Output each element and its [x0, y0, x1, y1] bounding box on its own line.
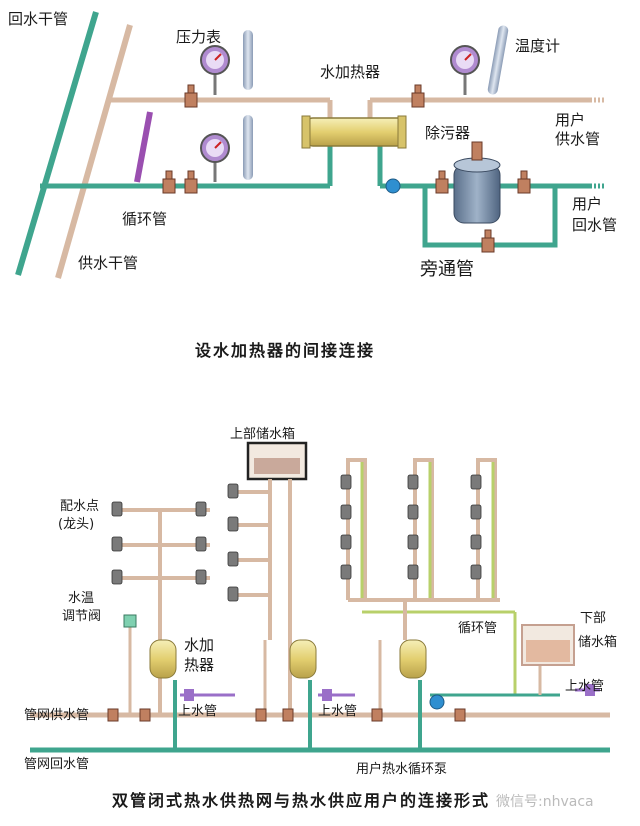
label-outlet-1: 配水点: [60, 499, 99, 514]
label-temp-valve-2: 调节阀: [62, 609, 101, 624]
label-user-supply-1: 用户: [555, 111, 585, 129]
label-makeup-b: 上水管: [318, 704, 357, 719]
circulation-pipe: [134, 111, 153, 183]
valve-icon: [162, 84, 531, 253]
label-makeup-c: 上水管: [565, 679, 604, 694]
bottom-diagram: 上部储水箱 配水点 (龙头) 水温 调节阀 水加 热器 循环管 下部 储水箱 上…: [24, 426, 617, 810]
label-heater-2: 热器: [184, 656, 214, 674]
pressure-gauge-lower: [200, 115, 253, 182]
label-water-heater: 水加热器: [320, 63, 380, 81]
system-1: [118, 508, 235, 750]
label-circ-pump: 用户热水循环泵: [356, 761, 447, 777]
label-net-return: 管网回水管: [24, 757, 89, 772]
label-upper-tank: 上部储水箱: [230, 426, 295, 442]
label-lower-tank-2: 储水箱: [578, 634, 617, 650]
circ-pump-icon: [429, 694, 445, 710]
label-circulation-pipe-b: 循环管: [458, 621, 497, 636]
top-diagram: 回水干管 压力表 水加热器 温度计 用户 供水管 除污器 循环管 用户 回水管 …: [8, 10, 617, 360]
bottom-caption: 双管闭式热水供热网与热水供应用户的连接形式: [112, 791, 490, 810]
label-user-return-1: 用户: [572, 195, 602, 213]
heater-1: [149, 639, 177, 679]
label-outlet-2: (龙头): [58, 517, 94, 532]
temp-valve-icon: [123, 614, 137, 628]
watermark: 微信号:nhvaca: [496, 794, 594, 810]
main-valve-icon: [107, 708, 466, 722]
label-circulation-pipe: 循环管: [122, 210, 167, 228]
heater-3: [399, 639, 427, 679]
label-dirt-separator: 除污器: [425, 124, 470, 142]
label-makeup-a: 上水管: [178, 704, 217, 719]
label-user-return-2: 回水管: [572, 216, 617, 234]
upper-tank: [246, 441, 308, 481]
label-supply-main: 供水干管: [78, 254, 138, 272]
lower-tank: [521, 624, 575, 666]
label-pressure-gauge: 压力表: [176, 28, 221, 46]
label-heater-1: 水加: [184, 636, 214, 654]
label-net-supply: 管网供水管: [24, 708, 89, 723]
label-lower-tank-1: 下部: [580, 611, 606, 626]
system-2: [235, 479, 355, 750]
label-temp-valve-1: 水温: [68, 591, 94, 606]
system-3: [346, 458, 600, 750]
pressure-gauge-upper: [200, 30, 253, 95]
supply-main-pipe: [55, 24, 133, 279]
dirt-separator: [453, 141, 501, 224]
label-user-supply-2: 供水管: [555, 130, 600, 148]
water-heater: [301, 115, 407, 149]
label-bypass-pipe: 旁通管: [420, 259, 474, 280]
label-thermometer: 温度计: [515, 37, 560, 55]
heater-2: [289, 639, 317, 679]
faucet-icon: [111, 474, 482, 602]
thermometer: [450, 25, 509, 95]
top-caption: 设水加热器的间接连接: [195, 341, 375, 360]
label-return-main: 回水干管: [8, 10, 68, 28]
pump-icon: [385, 178, 401, 194]
return-main-pipe: [15, 11, 99, 276]
